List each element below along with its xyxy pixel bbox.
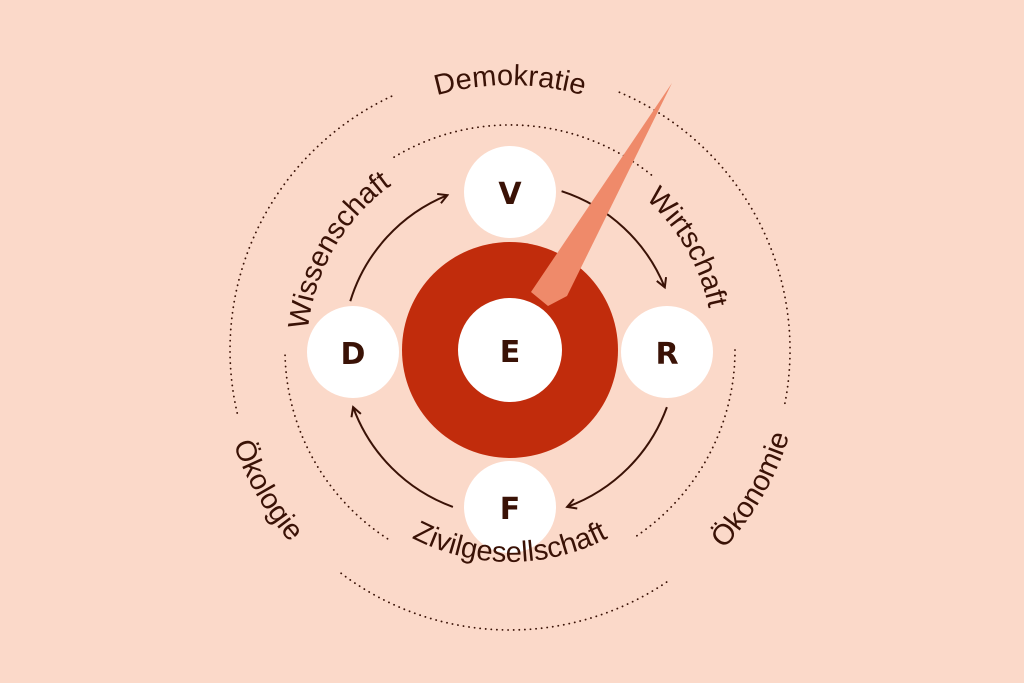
dotted-circles bbox=[229, 91, 791, 631]
arrow-v-to-r bbox=[561, 190, 665, 287]
node-bottom-circle bbox=[464, 461, 556, 553]
label-oekonomie: Ökonomie bbox=[705, 428, 796, 554]
inner-dotted-arc bbox=[284, 349, 389, 540]
arrow-d-to-v bbox=[349, 195, 447, 302]
arrow-f-to-d bbox=[353, 407, 454, 508]
node-top-circle bbox=[464, 146, 556, 238]
cycle-arrows bbox=[349, 190, 668, 508]
label-wirtschaft: Wirtschaft bbox=[641, 181, 734, 310]
label-oekologie: Ökologie bbox=[227, 435, 310, 547]
outer-dotted-arc bbox=[336, 569, 668, 631]
needle-pointer bbox=[531, 83, 672, 306]
label-demokratie: Demokratie bbox=[431, 60, 590, 102]
node-bottom-label: F bbox=[500, 492, 521, 527]
node-right-label: R bbox=[655, 337, 678, 372]
node-right-circle bbox=[621, 306, 713, 398]
outer-dotted-arc bbox=[618, 91, 791, 405]
outer-dotted-arc bbox=[229, 93, 397, 414]
arrow-r-to-f bbox=[567, 406, 668, 507]
node-center-label: E bbox=[500, 335, 521, 370]
node-left-label: D bbox=[341, 337, 366, 372]
node-left-circle bbox=[307, 306, 399, 398]
node-center-circle bbox=[458, 298, 562, 402]
node-top-label: V bbox=[498, 177, 522, 212]
inner-dotted-arc bbox=[634, 349, 736, 538]
